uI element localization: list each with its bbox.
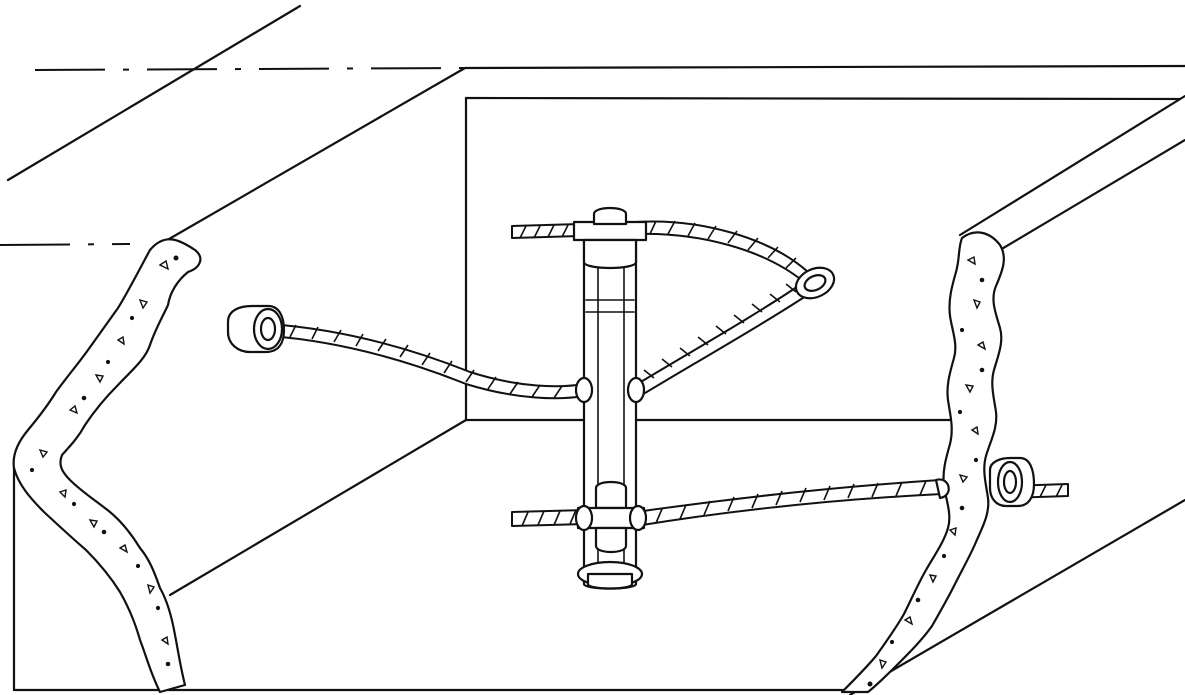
lower-clamp <box>574 480 648 554</box>
cable-left <box>269 323 585 400</box>
broken-concrete-edge-left <box>12 238 202 694</box>
cable-upper-left-stub <box>511 223 581 239</box>
wall-insert-right <box>934 456 1036 508</box>
cable-upper-arc <box>635 220 809 283</box>
broken-concrete-edge-right <box>840 231 1005 694</box>
cable-twist-hatching <box>289 220 1063 527</box>
upper-clamp <box>572 206 648 270</box>
slab-outline-lines <box>6 4 1185 695</box>
reference-lines <box>0 64 1185 246</box>
cutaway-opening <box>12 96 1182 692</box>
wall-insert-left <box>226 304 286 354</box>
cable-diagonal <box>633 281 813 397</box>
cable-lower-right <box>635 479 943 527</box>
cable-eye <box>794 266 836 300</box>
middle-collars <box>574 376 646 404</box>
